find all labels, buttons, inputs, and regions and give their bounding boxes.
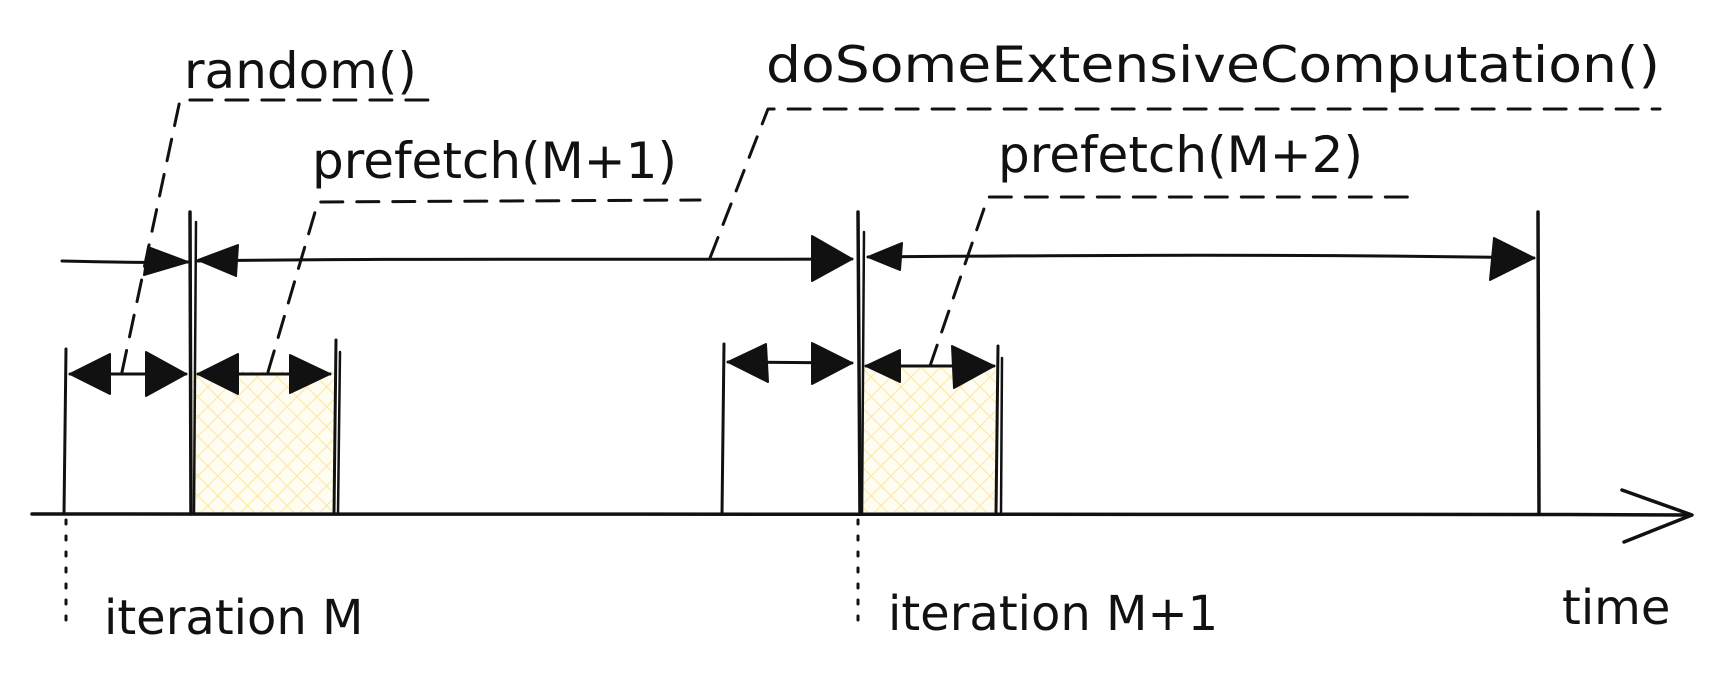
computation-m1-left-arrowhead (867, 242, 903, 271)
marker-iteration-m1-start (856, 210, 862, 516)
marker-computation-m1-end (1536, 210, 1541, 516)
do-some-leader-line (708, 107, 1662, 260)
prefetch-region-m2 (862, 368, 996, 512)
prefetch-m2-leader-line (928, 195, 1422, 368)
iteration-m-label: iteration M (104, 590, 363, 646)
prefetch-m2-right-arrowhead (951, 345, 995, 389)
random-m-right-arrowhead (145, 351, 187, 397)
marker-prefetch-m2-end (994, 344, 1000, 516)
prefetch-m1-label: prefetch(M+1) (312, 132, 677, 190)
marker-random-end (188, 210, 193, 516)
marker-random-start-m1 (720, 342, 726, 516)
computation-m1-line (866, 253, 1536, 260)
marker-random-end-inner (192, 220, 198, 516)
prefetch-m1-left-arrowhead (197, 353, 239, 395)
computation-m-left-arrowhead (197, 244, 239, 277)
prefetch-region-m1 (192, 371, 334, 512)
prefetch-m1-leader-line (266, 198, 702, 374)
marker-iteration-m1-start-inner (860, 230, 866, 516)
time-axis-line (30, 512, 1692, 517)
random-m1-right-arrowhead (811, 342, 853, 385)
random-m-left-arrowhead (69, 353, 111, 395)
random-m1-left-arrowhead (727, 343, 769, 383)
computation-m1-right-arrowhead (1489, 237, 1535, 281)
prefetch-m1-right-arrowhead (289, 354, 331, 394)
computation-m-right-arrowhead (811, 235, 853, 282)
random-leader-line (120, 98, 432, 374)
marker-prefetch-m2-end-inner (999, 356, 1004, 516)
prefetch-m2-label: prefetch(M+2) (998, 126, 1363, 184)
computation-m-line (196, 257, 854, 263)
do-some-extensive-computation-label: doSomeExtensiveComputation() (766, 36, 1660, 94)
lead-in-arrowhead (143, 246, 189, 276)
marker-prefetch-m1-end-inner (336, 350, 342, 516)
random-label: random() (184, 42, 417, 100)
iteration-m1-label: iteration M+1 (888, 586, 1218, 642)
marker-prefetch-m1-end (332, 338, 338, 516)
time-label: time (1562, 580, 1670, 636)
time-axis-arrowhead (1620, 488, 1694, 544)
prefetch-m2-left-arrowhead (865, 349, 901, 383)
marker-iteration-m-start (62, 347, 68, 516)
